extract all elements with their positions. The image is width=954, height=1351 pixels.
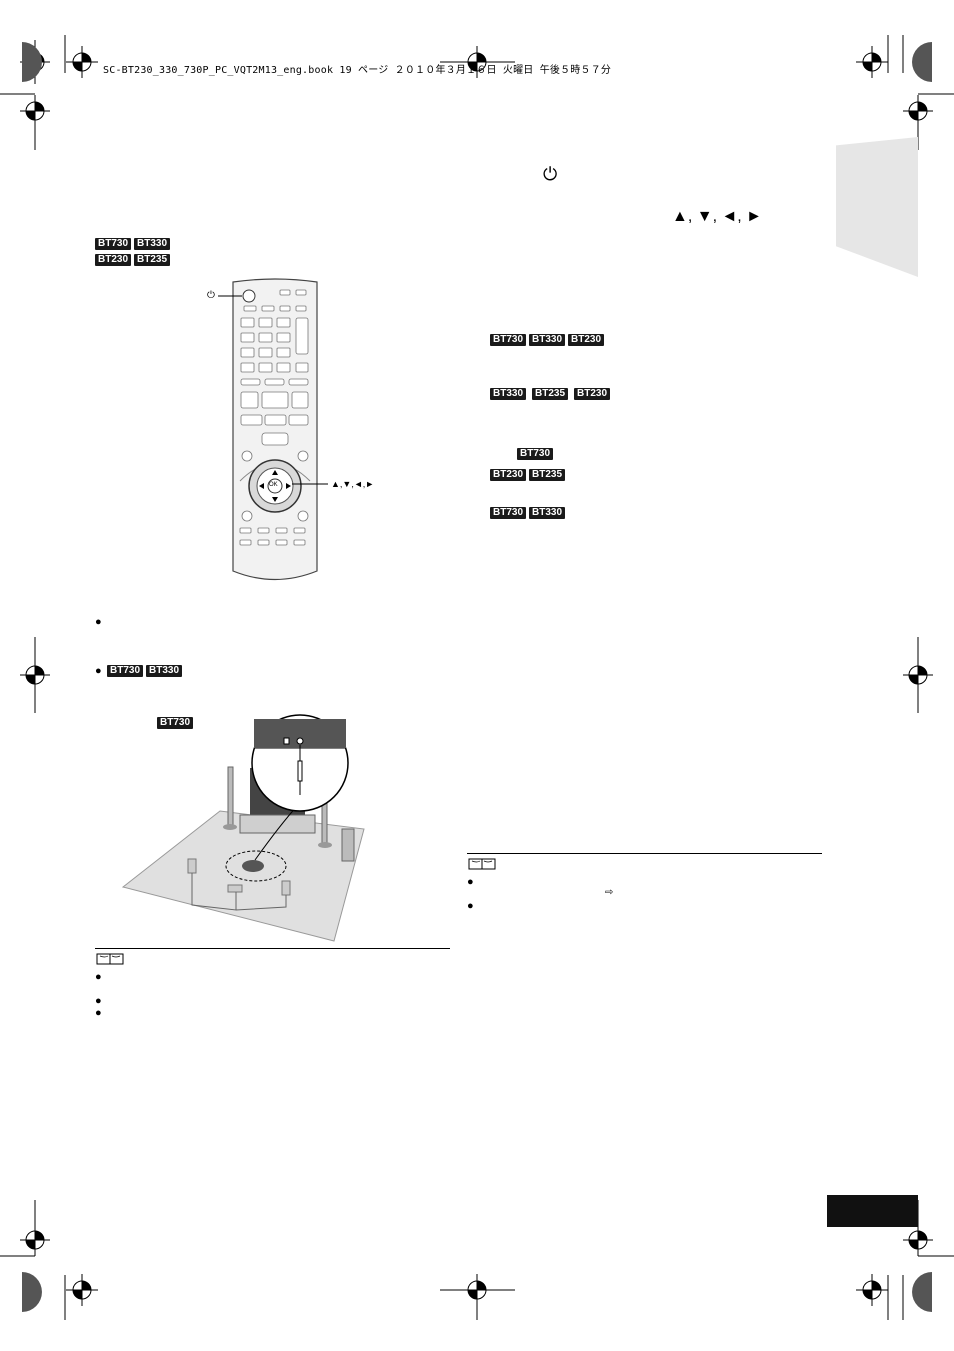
- note-book-icon: [468, 858, 496, 870]
- model-badge: BT730: [490, 334, 527, 346]
- page-number-box: [827, 1195, 918, 1227]
- page-ref-arrow: ⇨: [605, 887, 614, 898]
- model-badge: BT330: [490, 388, 527, 400]
- model-badges-group4: BT230 BT235: [490, 469, 566, 481]
- model-badge: BT330: [529, 334, 566, 346]
- model-badge: BT330: [529, 507, 566, 519]
- model-badge: BT730: [490, 507, 527, 519]
- model-badge: BT230: [574, 388, 611, 400]
- model-badge: BT230: [568, 334, 605, 346]
- model-badges-group3: BT730: [517, 448, 554, 460]
- bullet: ●: [95, 995, 102, 1007]
- bullet: ●: [95, 616, 102, 628]
- model-badge: BT730: [95, 238, 132, 250]
- ok-label: OK: [269, 482, 278, 488]
- model-badges-group5: BT730 BT330: [490, 507, 566, 519]
- bullet: ●: [467, 876, 474, 888]
- model-badges-group2: BT330 BT235 BT230: [490, 388, 611, 400]
- note-book-icon: [96, 953, 124, 965]
- bullet: ●: [95, 665, 102, 677]
- arrows-label: ▲,▼,◄,►: [331, 479, 375, 489]
- power-label: ⏻: [207, 290, 215, 301]
- remote-control-illustration: [218, 278, 328, 581]
- model-badge: BT730: [107, 665, 144, 677]
- model-badge: BT730: [157, 717, 194, 729]
- model-badge: BT730: [517, 448, 554, 460]
- model-badges-row2: BT230 BT235: [95, 254, 171, 266]
- power-symbol: ⏻: [543, 164, 558, 184]
- model-badges-bullet2: BT730 BT330: [107, 665, 183, 677]
- room-badge-wrap: BT730: [157, 712, 194, 730]
- arrow-symbols: ▲, ▼, ◄, ►: [672, 208, 763, 225]
- bullet: ●: [95, 971, 102, 983]
- bullet: ●: [95, 1007, 102, 1019]
- speaker-setup-illustration: [121, 714, 365, 942]
- right-note-rule: [467, 853, 822, 854]
- file-header-line: SC-BT230_330_730P_PC_VQT2M13_eng.book 19…: [103, 65, 612, 76]
- model-badge: BT235: [529, 469, 566, 481]
- model-badge: BT235: [532, 388, 569, 400]
- left-note-rule: [95, 948, 450, 949]
- model-badges-row1: BT730 BT330: [95, 238, 171, 250]
- model-badge: BT235: [134, 254, 171, 266]
- model-badge: BT230: [490, 469, 527, 481]
- model-badges-group1: BT730 BT330 BT230: [490, 334, 605, 346]
- bullet: ●: [467, 900, 474, 912]
- model-badge: BT330: [134, 238, 171, 250]
- model-badge: BT230: [95, 254, 132, 266]
- model-badge: BT330: [146, 665, 183, 677]
